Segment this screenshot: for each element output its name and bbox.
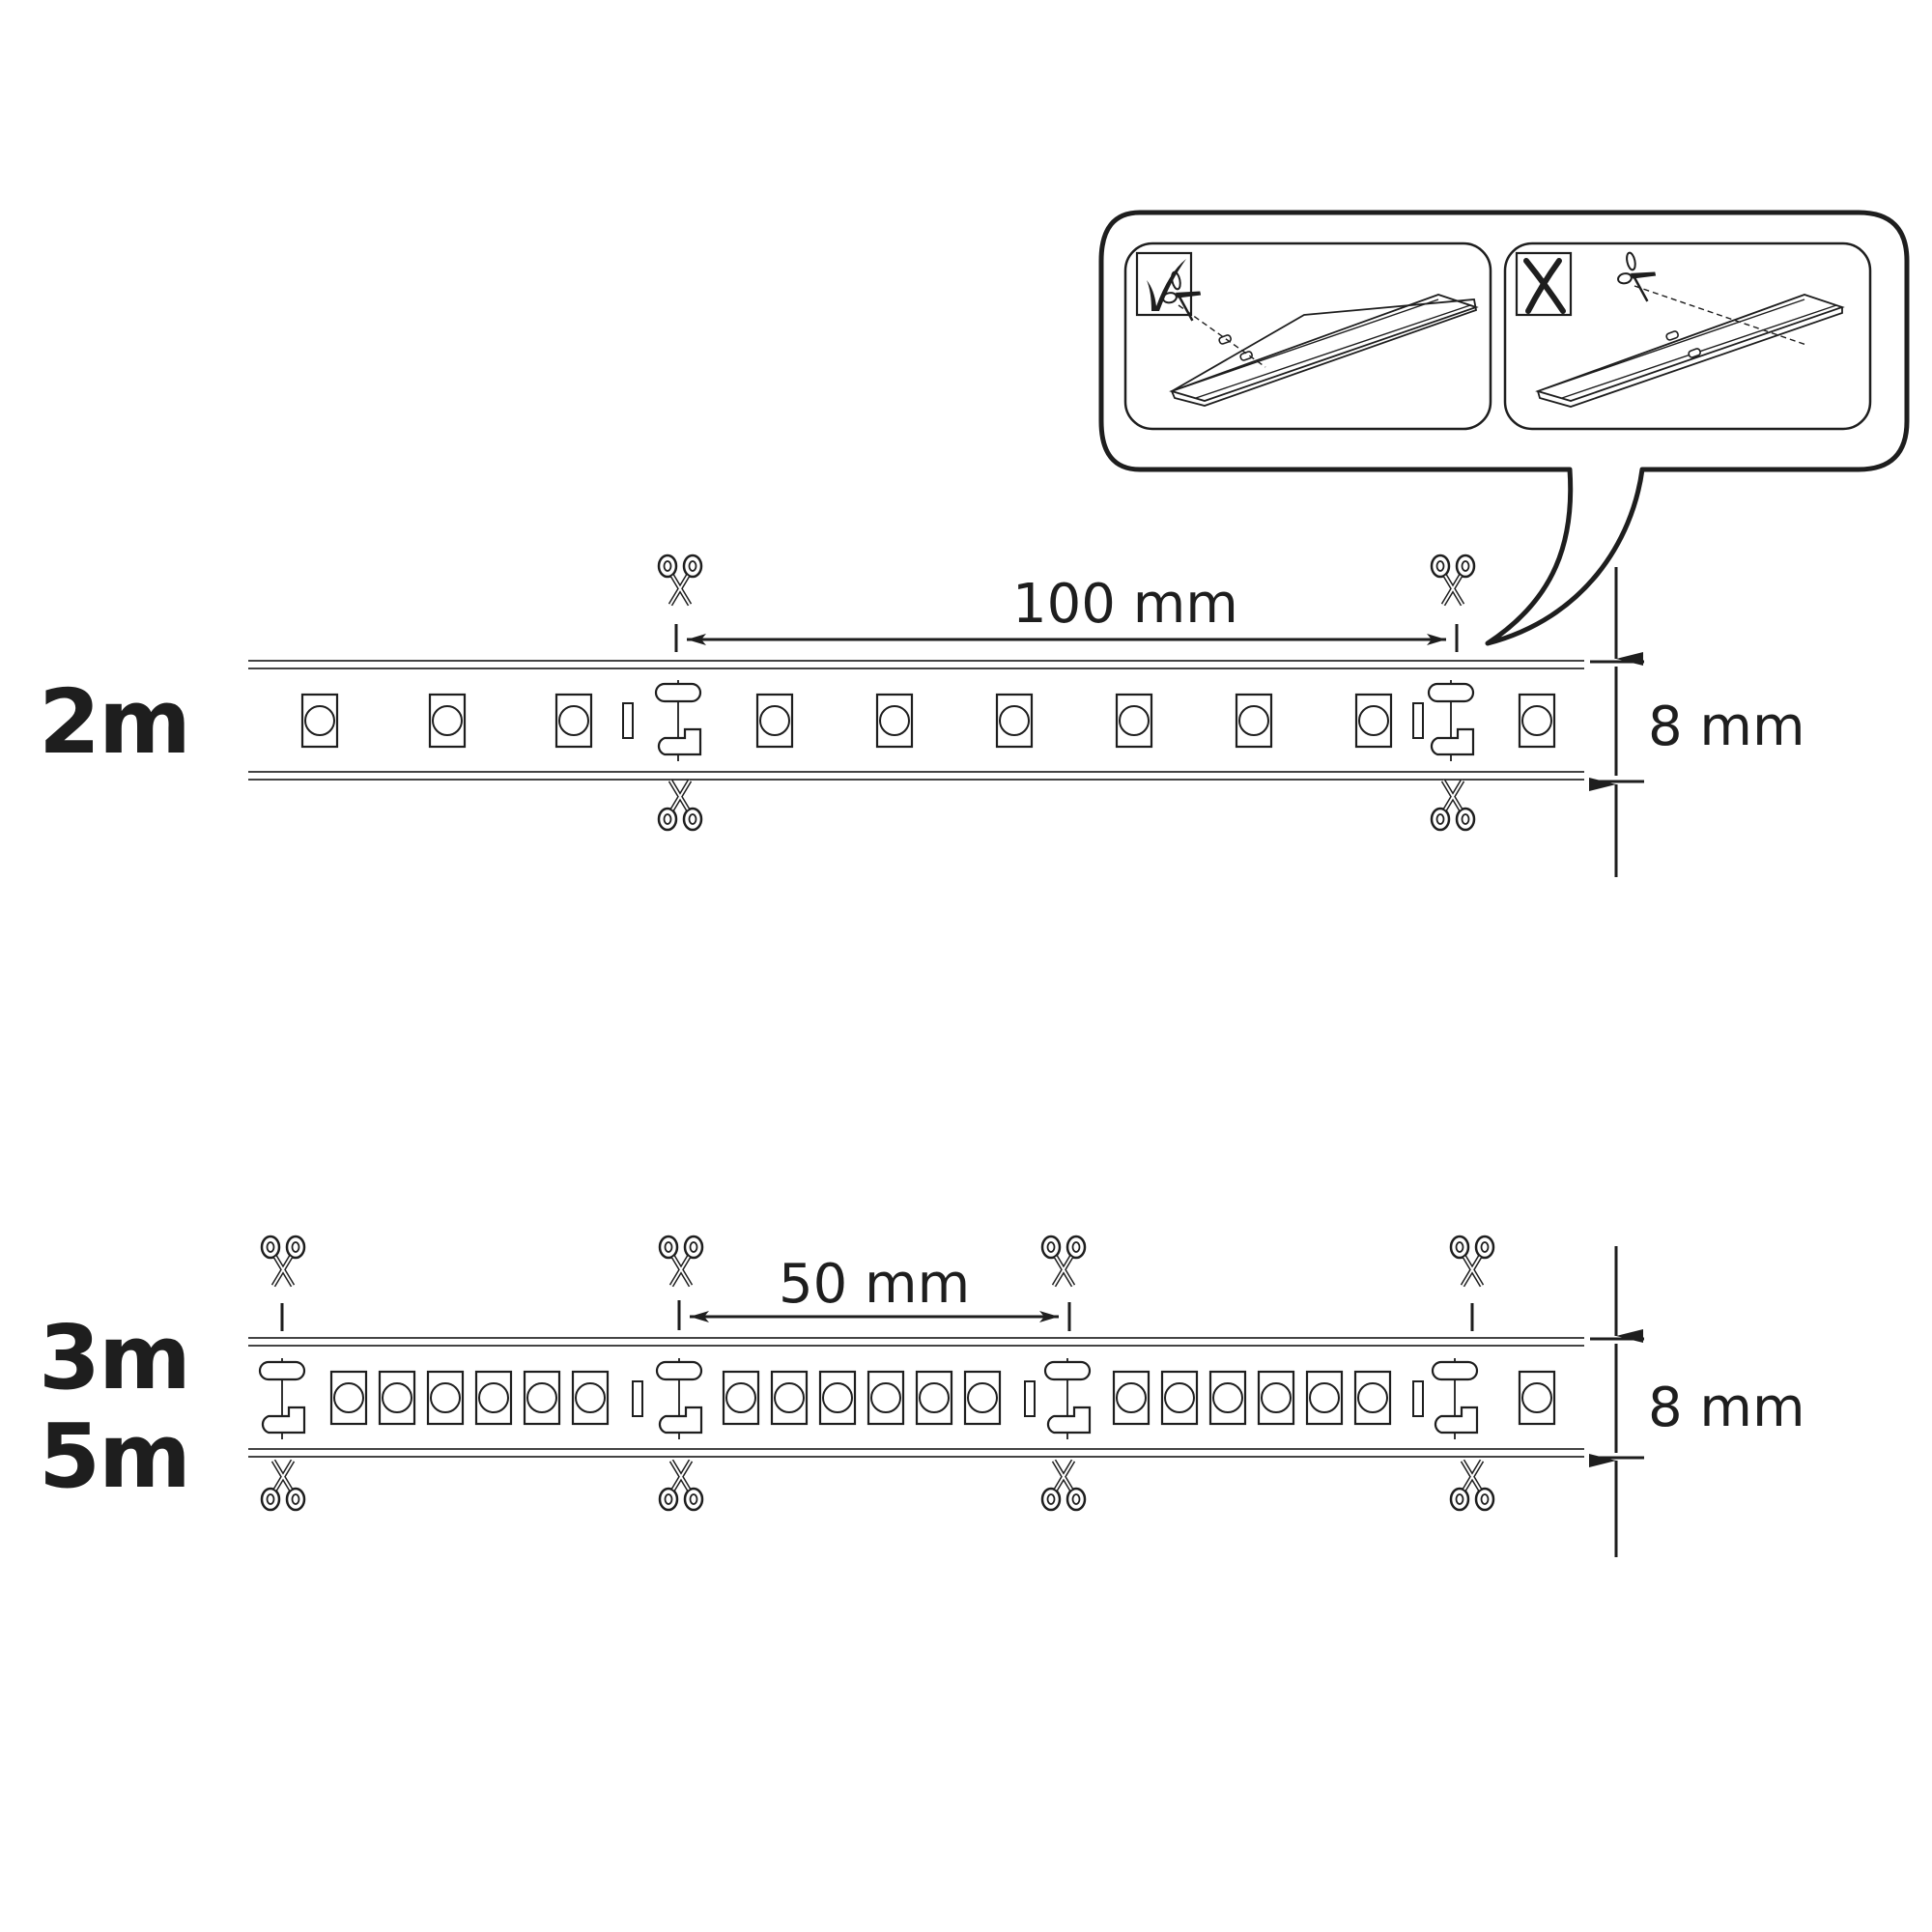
cut-spacing-label-50mm: 50 mm: [779, 1253, 971, 1316]
width-label-3m5m: 8 mm: [1648, 1377, 1805, 1439]
width-label-2m: 8 mm: [1648, 696, 1805, 758]
led-strip-2m: [248, 555, 1644, 877]
solder-pads: [1427, 678, 1475, 763]
scissors-icon: [1432, 555, 1474, 605]
scissors-icon: [660, 1236, 702, 1286]
scissors-icon: [660, 1461, 702, 1510]
scissors-icon: [1617, 251, 1657, 302]
scissors-icon: [659, 555, 701, 605]
led-chips: [300, 693, 1556, 749]
solder-pads: [1431, 1356, 1479, 1441]
checkbox-frame: [1515, 251, 1573, 317]
length-label-3m: 3m: [39, 1306, 191, 1409]
correct-cut-panel: [1123, 242, 1492, 431]
scissors-icon: [1042, 1461, 1085, 1510]
led-chips: [329, 1370, 1556, 1426]
solder-pads: [1043, 1356, 1092, 1441]
scissors-icon: [1451, 1461, 1493, 1510]
solder-pads: [258, 1356, 306, 1441]
scissors-icon: [1451, 1236, 1493, 1286]
scissors-icon: [262, 1461, 304, 1510]
solder-pads: [654, 678, 702, 763]
led-strip-3m-5m: [248, 1236, 1644, 1557]
length-label-2m: 2m: [39, 670, 191, 774]
scissors-icon: [1162, 270, 1202, 322]
checkbox-frame: [1135, 251, 1193, 317]
scissors-icon: [1432, 781, 1474, 830]
solder-pads: [655, 1356, 703, 1441]
scissors-icon: [1042, 1236, 1085, 1286]
cut-spacing-label-100mm: 100 mm: [1012, 573, 1238, 636]
cross-icon: [1523, 258, 1566, 314]
scissors-icon: [659, 781, 701, 830]
scissors-icon: [262, 1236, 304, 1286]
wrong-cut-panel: [1503, 242, 1872, 431]
length-label-5m: 5m: [39, 1405, 191, 1508]
